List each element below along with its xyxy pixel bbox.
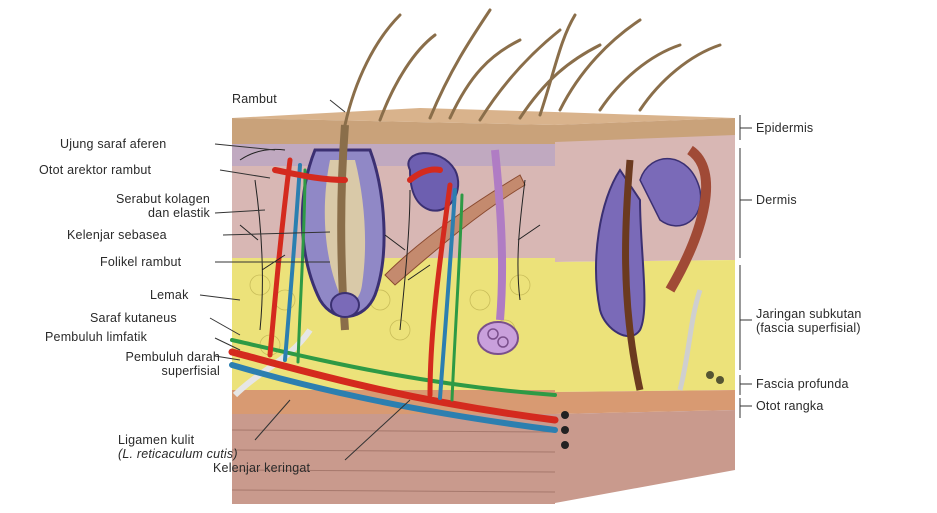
- label-otot-arektor-rambut: Otot arektor rambut: [39, 163, 151, 177]
- label-fascia-profunda: Fascia profunda: [756, 377, 849, 391]
- label-serabut-line2: dan elastik: [60, 206, 210, 220]
- label-serabut-line1: Serabut kolagen: [60, 192, 210, 206]
- label-jaringan-subkutan: Jaringan subkutan (fascia superfisial): [756, 307, 862, 335]
- label-epidermis: Epidermis: [756, 121, 813, 135]
- label-jaringan-line2: (fascia superfisial): [756, 321, 862, 335]
- right-brackets: [740, 115, 752, 418]
- label-ligamen-line2: (L. reticaculum cutis): [118, 447, 238, 461]
- hairs: [345, 10, 720, 125]
- label-saraf-kutaneus: Saraf kutaneus: [90, 311, 177, 325]
- label-pembuluh-limfatik: Pembuluh limfatik: [45, 330, 147, 344]
- label-ujung-saraf-aferen: Ujung saraf aferen: [60, 137, 166, 151]
- label-otot-rangka: Otot rangka: [756, 399, 824, 413]
- label-pembuluh-darah-line2: superfisial: [45, 364, 220, 378]
- label-ligamen-kulit: Ligamen kulit (L. reticaculum cutis): [118, 433, 238, 461]
- label-ligamen-line1: Ligamen kulit: [118, 433, 238, 447]
- label-folikel-rambut: Folikel rambut: [100, 255, 181, 269]
- label-kelenjar-sebasea: Kelenjar sebasea: [67, 228, 167, 242]
- label-dermis: Dermis: [756, 193, 797, 207]
- label-serabut-kolagen: Serabut kolagen dan elastik: [60, 192, 210, 220]
- label-pembuluh-darah: Pembuluh darah superfisial: [45, 350, 220, 378]
- label-lemak: Lemak: [150, 288, 189, 302]
- side-face: [555, 118, 735, 503]
- label-rambut: Rambut: [232, 92, 277, 106]
- label-kelenjar-keringat: Kelenjar keringat: [213, 461, 310, 475]
- label-jaringan-line1: Jaringan subkutan: [756, 307, 862, 321]
- label-pembuluh-darah-line1: Pembuluh darah: [45, 350, 220, 364]
